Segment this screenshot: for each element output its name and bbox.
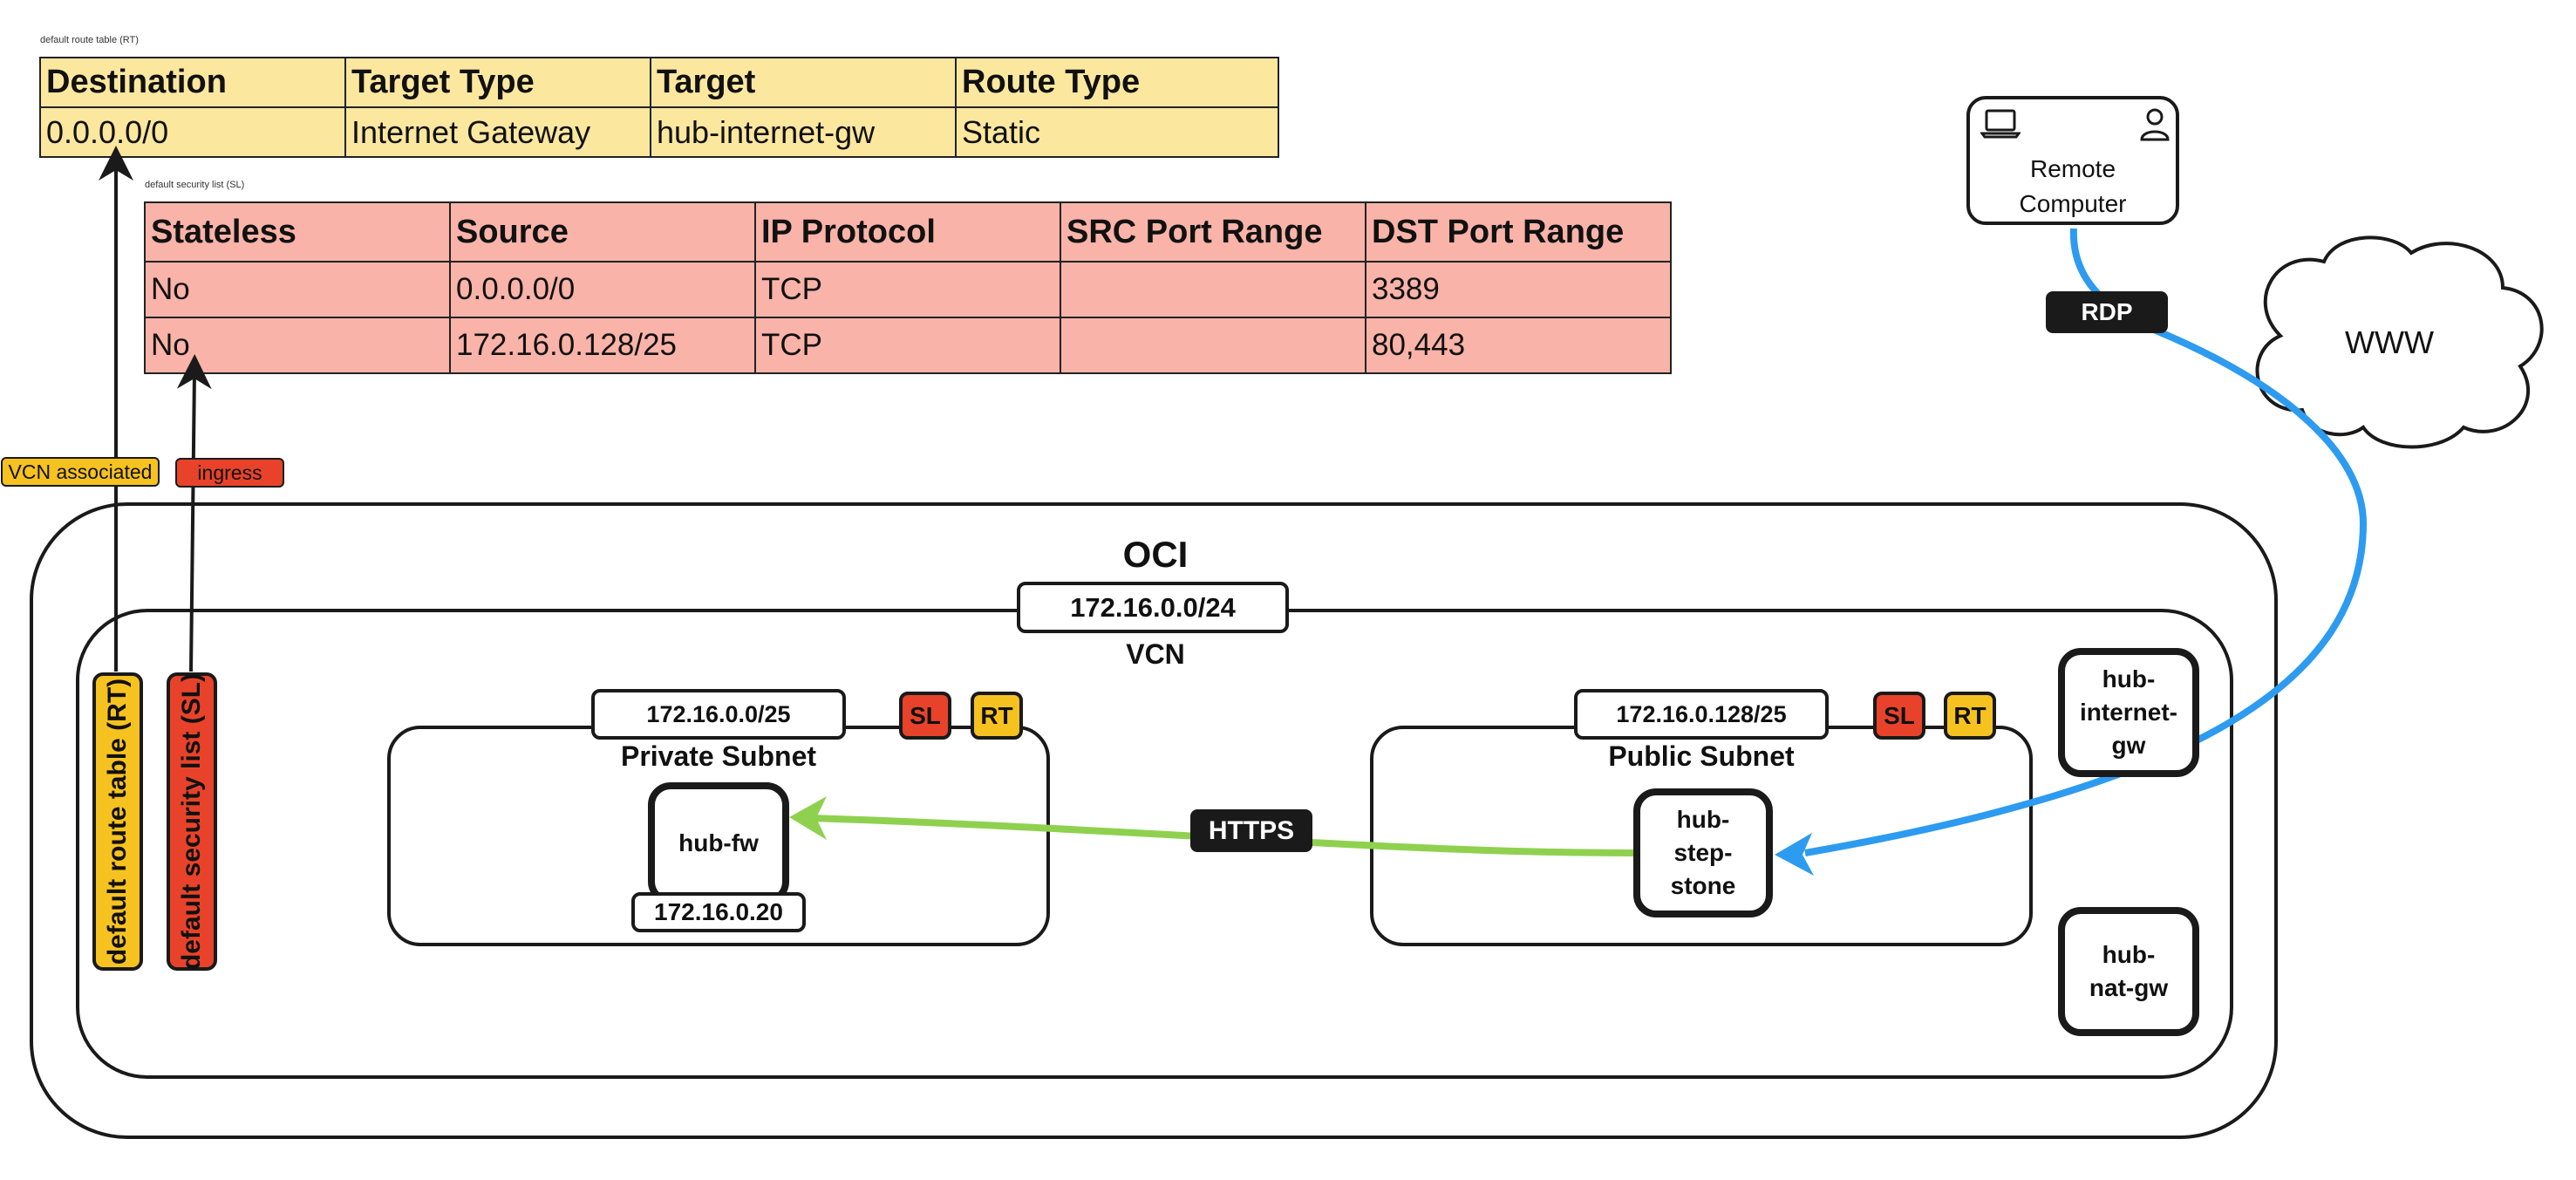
sl-cell-src-port-range [1060,261,1366,318]
hub-fw-ip: 172.16.0.20 [631,892,806,932]
remote-computer-node[interactable]: Remote Computer [1966,96,2179,225]
table-row: No 172.16.0.128/25 TCP 80,443 [144,317,1672,374]
private-subnet-rt-badge[interactable]: RT [971,692,1023,740]
hub-step-stone-node[interactable]: hub-step-stone [1633,788,1773,917]
table-row: 0.0.0.0/0 Internet Gateway hub-internet-… [39,106,1279,158]
www-cloud-label: WWW [2345,324,2434,360]
rdp-label: RDP [2046,291,2168,333]
rt-cell-destination: 0.0.0.0/0 [39,106,346,158]
remote-computer-label-line1: Remote [2029,155,2116,182]
vcn-label: VCN [1126,638,1185,670]
default-route-table-label[interactable]: default route table (RT) [92,672,143,971]
table-row: No 0.0.0.0/0 TCP 3389 [144,261,1672,318]
cloud-shape [2255,235,2544,449]
vcn-region [76,609,2233,1079]
route-table-caption: default route table (RT) [40,35,139,45]
https-arrowhead [789,796,827,840]
vcn-associated-tag: VCN associated [1,457,160,487]
rt-header-route-type: Route Type [955,57,1279,108]
rt-cell-target: hub-internet-gw [650,106,957,158]
rt-header-destination: Destination [39,57,346,108]
default-security-list-label[interactable]: default security list (SL) [167,672,217,971]
rt-header-target: Target [650,57,957,108]
sl-cell-ip-protocol: TCP [754,317,1061,374]
user-icon [2140,108,2170,141]
sl-header-dst-port-range: DST Port Range [1365,201,1672,263]
default-route-table-text: default route table (RT) [103,678,132,965]
public-subnet-sl-badge[interactable]: SL [1873,692,1925,740]
rt-cell-route-type: Static [955,106,1279,158]
hub-nat-gw-node[interactable]: hub-nat-gw [2058,907,2199,1036]
sl-cell-src-port-range [1060,317,1366,374]
vcn-cidr: 172.16.0.0/24 [1017,582,1289,633]
sl-header-source: Source [449,201,756,263]
ingress-tag: ingress [175,458,284,488]
hub-internet-gw-node[interactable]: hub-internet-gw [2058,648,2199,777]
route-table: Destination Target Type Target Route Typ… [39,57,1279,158]
rt-cell-target-type: Internet Gateway [344,106,651,158]
sl-cell-ip-protocol: TCP [754,261,1061,318]
private-subnet-sl-badge[interactable]: SL [899,692,951,740]
sl-cell-dst-port-range: 3389 [1365,261,1672,318]
sl-cell-stateless: No [144,261,451,318]
ingress-arrow [176,354,212,672]
rdp-arrowhead [1775,833,1814,876]
laptop-icon [1980,109,2021,139]
default-security-list-text: default security list (SL) [177,672,207,971]
private-subnet-label: Private Subnet [620,740,817,772]
sl-cell-source: 0.0.0.0/0 [449,261,756,318]
oci-region [30,502,2278,1139]
remote-computer-label-line2: Computer [2019,190,2127,217]
security-list-caption: default security list (SL) [145,180,245,190]
sl-header-stateless: Stateless [144,201,451,263]
sl-cell-dst-port-range: 80,443 [1365,317,1672,374]
sl-cell-source: 172.16.0.128/25 [449,317,756,374]
public-subnet-cidr: 172.16.0.128/25 [1574,689,1829,740]
hub-fw-node[interactable]: hub-fw [648,782,789,904]
public-subnet-label: Public Subnet [1608,740,1795,772]
sl-header-ip-protocol: IP Protocol [754,201,1061,263]
route-table-header-row: Destination Target Type Target Route Typ… [39,57,1279,108]
security-list-table: Stateless Source IP Protocol SRC Port Ra… [144,201,1672,374]
security-list-header-row: Stateless Source IP Protocol SRC Port Ra… [144,201,1672,263]
sl-header-src-port-range: SRC Port Range [1060,201,1366,263]
oci-title: OCI [1122,534,1189,575]
public-subnet-rt-badge[interactable]: RT [1944,692,1996,740]
rt-header-target-type: Target Type [344,57,651,108]
https-label: HTTPS [1190,809,1312,852]
private-subnet-cidr: 172.16.0.0/25 [591,689,846,740]
